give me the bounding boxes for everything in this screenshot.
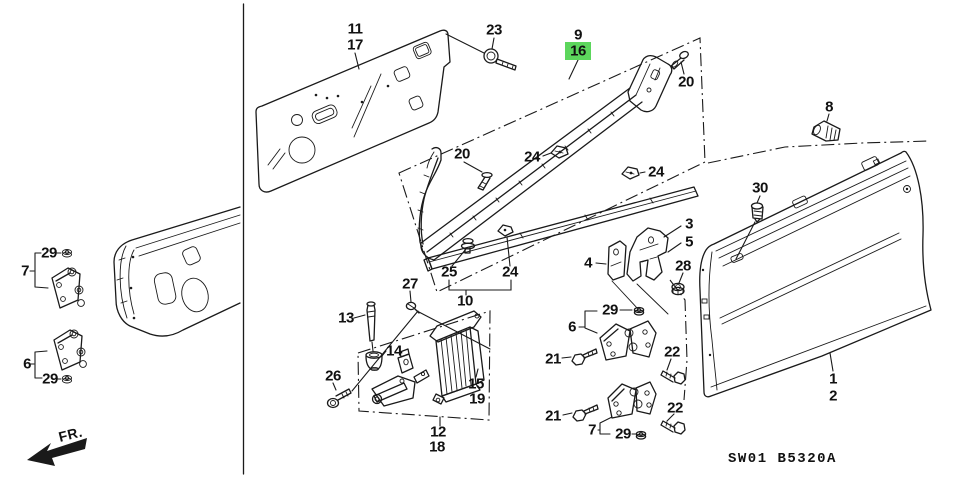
part-label-21-23[interactable]: 21: [545, 351, 561, 368]
part-label-6-21[interactable]: 6: [568, 319, 577, 336]
part-label-15-26[interactable]: 15: [468, 376, 484, 393]
bracket-3-5-drawing: [626, 227, 669, 282]
nut-29-right-upper: [633, 306, 645, 316]
clip-25-drawing: [460, 237, 476, 254]
right-upper-hinge-drawing: [599, 320, 657, 361]
door-top-reference-line: [707, 140, 931, 164]
part-label-14-24[interactable]: 14: [386, 343, 403, 360]
weatherstrip-box: [398, 37, 706, 293]
bolt-21-upper-drawing: [571, 348, 598, 366]
part-label-10-18[interactable]: 10: [457, 293, 473, 310]
part-label-8-6[interactable]: 8: [825, 99, 834, 116]
leader-lines: [332, 33, 834, 435]
part-label-7-37[interactable]: 7: [21, 263, 30, 280]
part-label-9-3[interactable]: 9: [574, 27, 583, 44]
part-label-24-8[interactable]: 24: [524, 149, 541, 166]
part-label-18-35[interactable]: 18: [429, 439, 445, 456]
part-label-30-10[interactable]: 30: [752, 180, 768, 197]
left-nut-29-lower: [61, 375, 73, 384]
bracket-4-drawing: [607, 240, 627, 281]
part-label-20-7[interactable]: 20: [454, 146, 470, 163]
left-lower-hinge-drawing: [53, 329, 87, 371]
part-label-1-28[interactable]: 1: [829, 371, 838, 388]
part-label-24-9[interactable]: 24: [648, 164, 665, 181]
part-label-28-14[interactable]: 28: [675, 258, 691, 275]
part-label-13-20[interactable]: 13: [338, 310, 354, 327]
clip-24-a-drawing: [550, 145, 569, 159]
part-label-20-5[interactable]: 20: [678, 74, 694, 91]
part-label-22-22[interactable]: 22: [664, 344, 680, 361]
part-label-29-39[interactable]: 29: [42, 371, 58, 388]
nut-29-right-lower: [635, 430, 647, 440]
part-label-29-19[interactable]: 29: [602, 302, 618, 319]
sill-garnish-drawing: [423, 186, 699, 272]
part-label-17-1[interactable]: 17: [347, 37, 363, 54]
part-label-2-29[interactable]: 2: [829, 388, 838, 405]
inner-panel-drawing: [255, 29, 451, 193]
bolt-30-drawing: [750, 202, 764, 223]
door-panel-drawing: [699, 150, 932, 398]
bracket-connector-lines: [611, 280, 669, 315]
hinge-axis-line: [669, 279, 688, 401]
clip-24-b-drawing: [621, 166, 640, 180]
part-label-23-2[interactable]: 23: [486, 22, 502, 39]
grommet-14-drawing: [365, 351, 383, 372]
part-label-29-36[interactable]: 29: [41, 245, 57, 262]
part-label-7-33[interactable]: 7: [588, 422, 597, 439]
highlight-box-16: [565, 42, 591, 60]
part-label-22-30[interactable]: 22: [667, 400, 683, 417]
fr-label: FR.: [57, 424, 84, 445]
part-label-12-32[interactable]: 12: [430, 424, 446, 441]
bolt-22-lower-drawing: [660, 420, 686, 435]
part-label-4-13[interactable]: 4: [584, 255, 594, 272]
bolt-22-upper-drawing: [660, 370, 686, 385]
part-label-27-17[interactable]: 27: [402, 276, 418, 293]
part-label-5-12[interactable]: 5: [685, 234, 694, 251]
bolt-26-drawing: [326, 388, 352, 409]
left-group-brackets: [29, 252, 62, 380]
clip-20-left-drawing: [477, 171, 493, 191]
part-label-26-25[interactable]: 26: [325, 368, 341, 385]
bolt-21-lower-drawing: [572, 404, 599, 422]
part-label-25-15[interactable]: 25: [441, 264, 457, 281]
bolt-8-drawing: [811, 120, 841, 142]
clip-24-c-drawing: [497, 224, 514, 237]
screw-20-upper-drawing: [670, 50, 689, 70]
fr-direction-arrow: FR.: [27, 424, 87, 466]
part-label-16-4[interactable]: 16: [570, 43, 586, 60]
bolt-23-drawing: [483, 48, 517, 71]
left-upper-hinge-drawing: [51, 267, 85, 309]
left-nut-29-upper: [61, 249, 73, 258]
left-door-edge-drawing: [113, 206, 241, 337]
check-arm-bracket-drawing: [371, 348, 430, 407]
part-label-3-11[interactable]: 3: [685, 216, 694, 233]
part-label-6-38[interactable]: 6: [23, 356, 32, 373]
part-label-21-31[interactable]: 21: [545, 408, 561, 425]
pin-13-drawing: [366, 301, 376, 352]
catalog-code: SW01 B5320A: [728, 451, 837, 467]
part-label-11-0[interactable]: 11: [348, 21, 364, 38]
part-label-24-16[interactable]: 24: [502, 264, 519, 281]
part-label-29-34[interactable]: 29: [615, 426, 631, 443]
check-case-15-19-drawing: [429, 310, 485, 405]
part-label-19-27[interactable]: 19: [469, 391, 485, 408]
right-lower-hinge-drawing: [607, 381, 657, 419]
door-check-box: [357, 310, 491, 421]
